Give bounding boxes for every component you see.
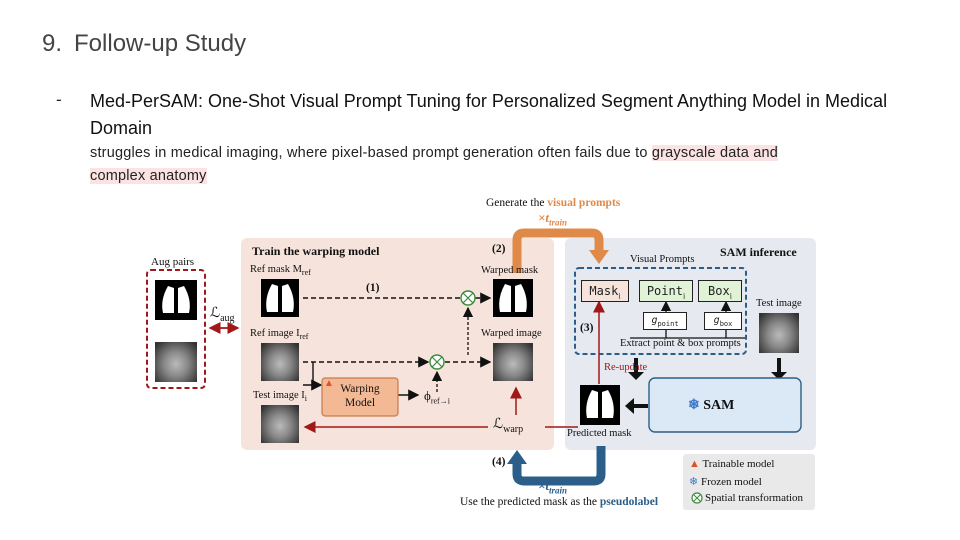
- warped-image: [493, 343, 533, 381]
- predicted-mask-label: Predicted mask: [567, 428, 632, 439]
- trainable-flame-icon: ▲: [324, 378, 334, 389]
- warped-mask-label: Warped mask: [481, 265, 539, 276]
- bullet-marker: -: [56, 90, 62, 109]
- visual-prompts-label: Visual Prompts: [630, 254, 695, 265]
- legend-trainable: ▲ Trainable model: [689, 458, 775, 470]
- extract-label: Extract point & box prompts: [620, 338, 741, 349]
- step-3: (3): [580, 322, 594, 334]
- re-update-label: Re-update: [604, 362, 648, 373]
- warping-model-box: [321, 377, 399, 417]
- g-box-box: gbox: [704, 312, 742, 330]
- t-train-top: ×ttrain: [538, 210, 568, 228]
- step-4: (4): [492, 456, 506, 468]
- l-aug-label: ℒaug: [210, 306, 235, 324]
- description-text: struggles in medical imaging, where pixe…: [90, 145, 652, 161]
- legend-box: [683, 454, 815, 510]
- sam-test-image: [759, 313, 799, 353]
- sam-panel-title: SAM inference: [720, 245, 797, 259]
- g-point-box: gpoint: [643, 312, 687, 330]
- highlight-2: complex anatomy: [90, 168, 207, 184]
- flame-icon: ▲: [689, 458, 700, 470]
- bullet-text: Med-PerSAM: One-Shot Visual Prompt Tunin…: [90, 91, 888, 138]
- legend-spatial: Spatial transformation: [705, 492, 804, 504]
- slide-title: 9. Follow-up Study: [42, 30, 246, 58]
- aug-mask-image: [155, 280, 197, 320]
- aug-pairs-box: [146, 269, 206, 389]
- l-warp-label: ℒwarp: [493, 417, 524, 435]
- sam-box: [648, 377, 802, 433]
- t-train-bottom: ×ttrain: [538, 478, 568, 496]
- slide-title-text: Follow-up Study: [74, 30, 247, 57]
- warp-panel-title: Train the warping model: [252, 244, 380, 258]
- generate-label: Generate the visual prompts: [486, 197, 621, 209]
- phi-label: ϕref→i: [424, 388, 450, 406]
- point-prompt-box: Pointi: [639, 280, 693, 302]
- highlight-1: grayscale data and: [651, 145, 779, 161]
- description: struggles in medical imaging, where pixe…: [90, 142, 930, 188]
- test-image-i-label: Test image Ii: [253, 390, 307, 404]
- mask-prompt-box: Maski: [581, 280, 629, 302]
- legend-frozen: ❄ Frozen model: [689, 476, 762, 488]
- warped-image-label: Warped image: [481, 328, 542, 339]
- ref-image-label: Ref image Iref: [250, 328, 309, 342]
- warp-panel: [241, 238, 554, 450]
- test-image-label: Test image: [756, 298, 802, 309]
- slide-number: 9.: [42, 30, 63, 57]
- ref-image: [261, 343, 299, 381]
- visual-prompts-box: [574, 267, 747, 355]
- test-image-i: [261, 405, 299, 443]
- step-1: (1): [366, 282, 380, 294]
- box-prompt-box: Boxi: [698, 280, 742, 302]
- snowflake-icon: ❄: [689, 476, 699, 488]
- pseudolabel-label: Use the predicted mask as the pseudolabe…: [460, 496, 659, 508]
- aug-xray-image: [155, 342, 197, 382]
- ref-mask-label: Ref mask Mref: [250, 264, 311, 278]
- step-2: (2): [492, 243, 506, 255]
- generate-arrow: [512, 228, 604, 273]
- pseudolabel-arrow: [512, 446, 606, 486]
- sam-label: ❄ SAM: [688, 398, 735, 413]
- snowflake-icon: ❄: [688, 398, 700, 413]
- aug-pairs-label: Aug pairs: [151, 256, 195, 268]
- warped-mask-image: [493, 279, 533, 317]
